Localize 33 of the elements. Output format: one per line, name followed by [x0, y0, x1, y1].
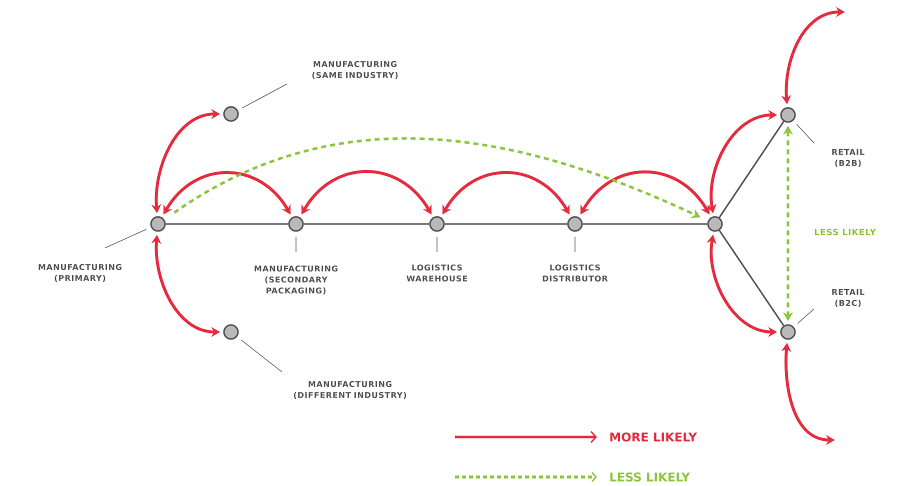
node-circle: [223, 324, 239, 340]
connector-line: [304, 223, 430, 225]
connector-line: [582, 223, 708, 225]
node-circle: [288, 216, 304, 232]
leader-line: [242, 84, 288, 108]
node-label: LOGISTICS WAREHOUSE: [406, 264, 468, 282]
leader-line: [797, 308, 814, 324]
node-circle: [223, 106, 239, 122]
leader-line: [796, 124, 814, 144]
node-label: RETAIL (B2B): [832, 149, 864, 167]
legend-text: LESS LIKELY: [610, 472, 690, 482]
node-circle: [707, 216, 723, 232]
node-label: MANUFACTURING (SECONDARY PACKAGING): [254, 265, 338, 294]
node-label: RETAIL (B2C): [832, 289, 864, 307]
node-label: MANUFACTURING (DIFFERENT INDUSTRY): [294, 380, 406, 399]
connector-line: [718, 230, 784, 326]
node-circle: [429, 216, 445, 232]
connector-line: [444, 223, 568, 225]
node-circle: [780, 107, 796, 123]
node-circle: [567, 216, 583, 232]
legend-text: MORE LIKELY: [610, 432, 698, 442]
leader-line: [574, 236, 576, 252]
leader-line: [240, 340, 282, 372]
node-label: LOGISTICS DISTRIBUTOR: [542, 264, 608, 282]
node-label: MANUFACTURING (SAME INDUSTRY): [312, 60, 398, 79]
leader-line: [104, 228, 147, 248]
connector-line: [718, 121, 784, 218]
node-circle: [150, 216, 166, 232]
node-label: MANUFACTURING (PRIMARY): [38, 264, 122, 282]
leader-line: [436, 236, 438, 252]
connector-line: [166, 223, 288, 225]
edge-label: LESS LIKELY: [813, 228, 877, 236]
node-circle: [780, 324, 796, 340]
